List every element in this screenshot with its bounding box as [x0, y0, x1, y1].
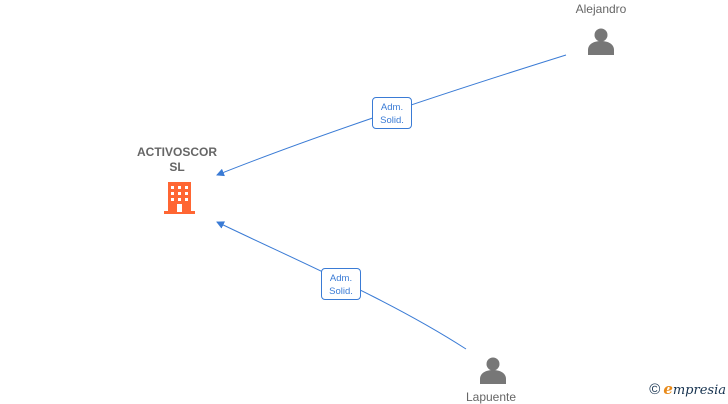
edge-label-lapuente: Adm. Solid.	[321, 268, 361, 300]
company-name-line1: ACTIVOSCOR	[136, 145, 217, 159]
edge-label-line2: Solid.	[329, 286, 353, 297]
copyright-icon: ©	[649, 381, 661, 398]
brand-logo: empresia	[663, 380, 726, 398]
edge-label-line1: Adm.	[380, 102, 404, 113]
person-name-lapuente[interactable]: Lapuente	[465, 390, 517, 404]
company-name-line2: SL	[169, 160, 185, 174]
person-icon[interactable]	[480, 357, 506, 385]
person-icon[interactable]	[588, 28, 614, 56]
edge-label-line2: Solid.	[380, 115, 404, 126]
edge-label-alejandro: Adm. Solid.	[372, 97, 412, 129]
company-name[interactable]: ACTIVOSCOR SL	[118, 145, 236, 175]
person-name-alejandro[interactable]: Alejandro	[575, 2, 627, 16]
empresia-watermark: © empresia	[649, 381, 726, 399]
building-icon[interactable]	[164, 182, 195, 214]
edge-label-line1: Adm.	[329, 273, 353, 284]
